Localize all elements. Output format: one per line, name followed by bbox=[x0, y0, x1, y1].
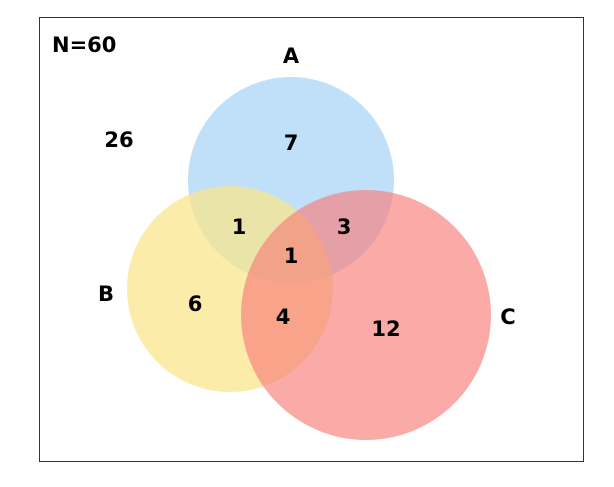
region-b-only: 6 bbox=[188, 292, 203, 316]
region-ac-overlap: 3 bbox=[337, 215, 352, 239]
set-c-label: C bbox=[500, 305, 515, 329]
region-bc-overlap: 4 bbox=[276, 305, 291, 329]
outside-count: 26 bbox=[104, 128, 133, 152]
region-ab-overlap: 1 bbox=[232, 215, 247, 239]
set-a-label: A bbox=[283, 44, 300, 68]
region-a-only: 7 bbox=[284, 131, 299, 155]
total-count-label: N=60 bbox=[52, 33, 116, 57]
set-c-circle bbox=[241, 190, 491, 440]
region-c-only: 12 bbox=[371, 317, 400, 341]
set-b-label: B bbox=[98, 282, 114, 306]
region-abc-overlap: 1 bbox=[284, 244, 299, 268]
